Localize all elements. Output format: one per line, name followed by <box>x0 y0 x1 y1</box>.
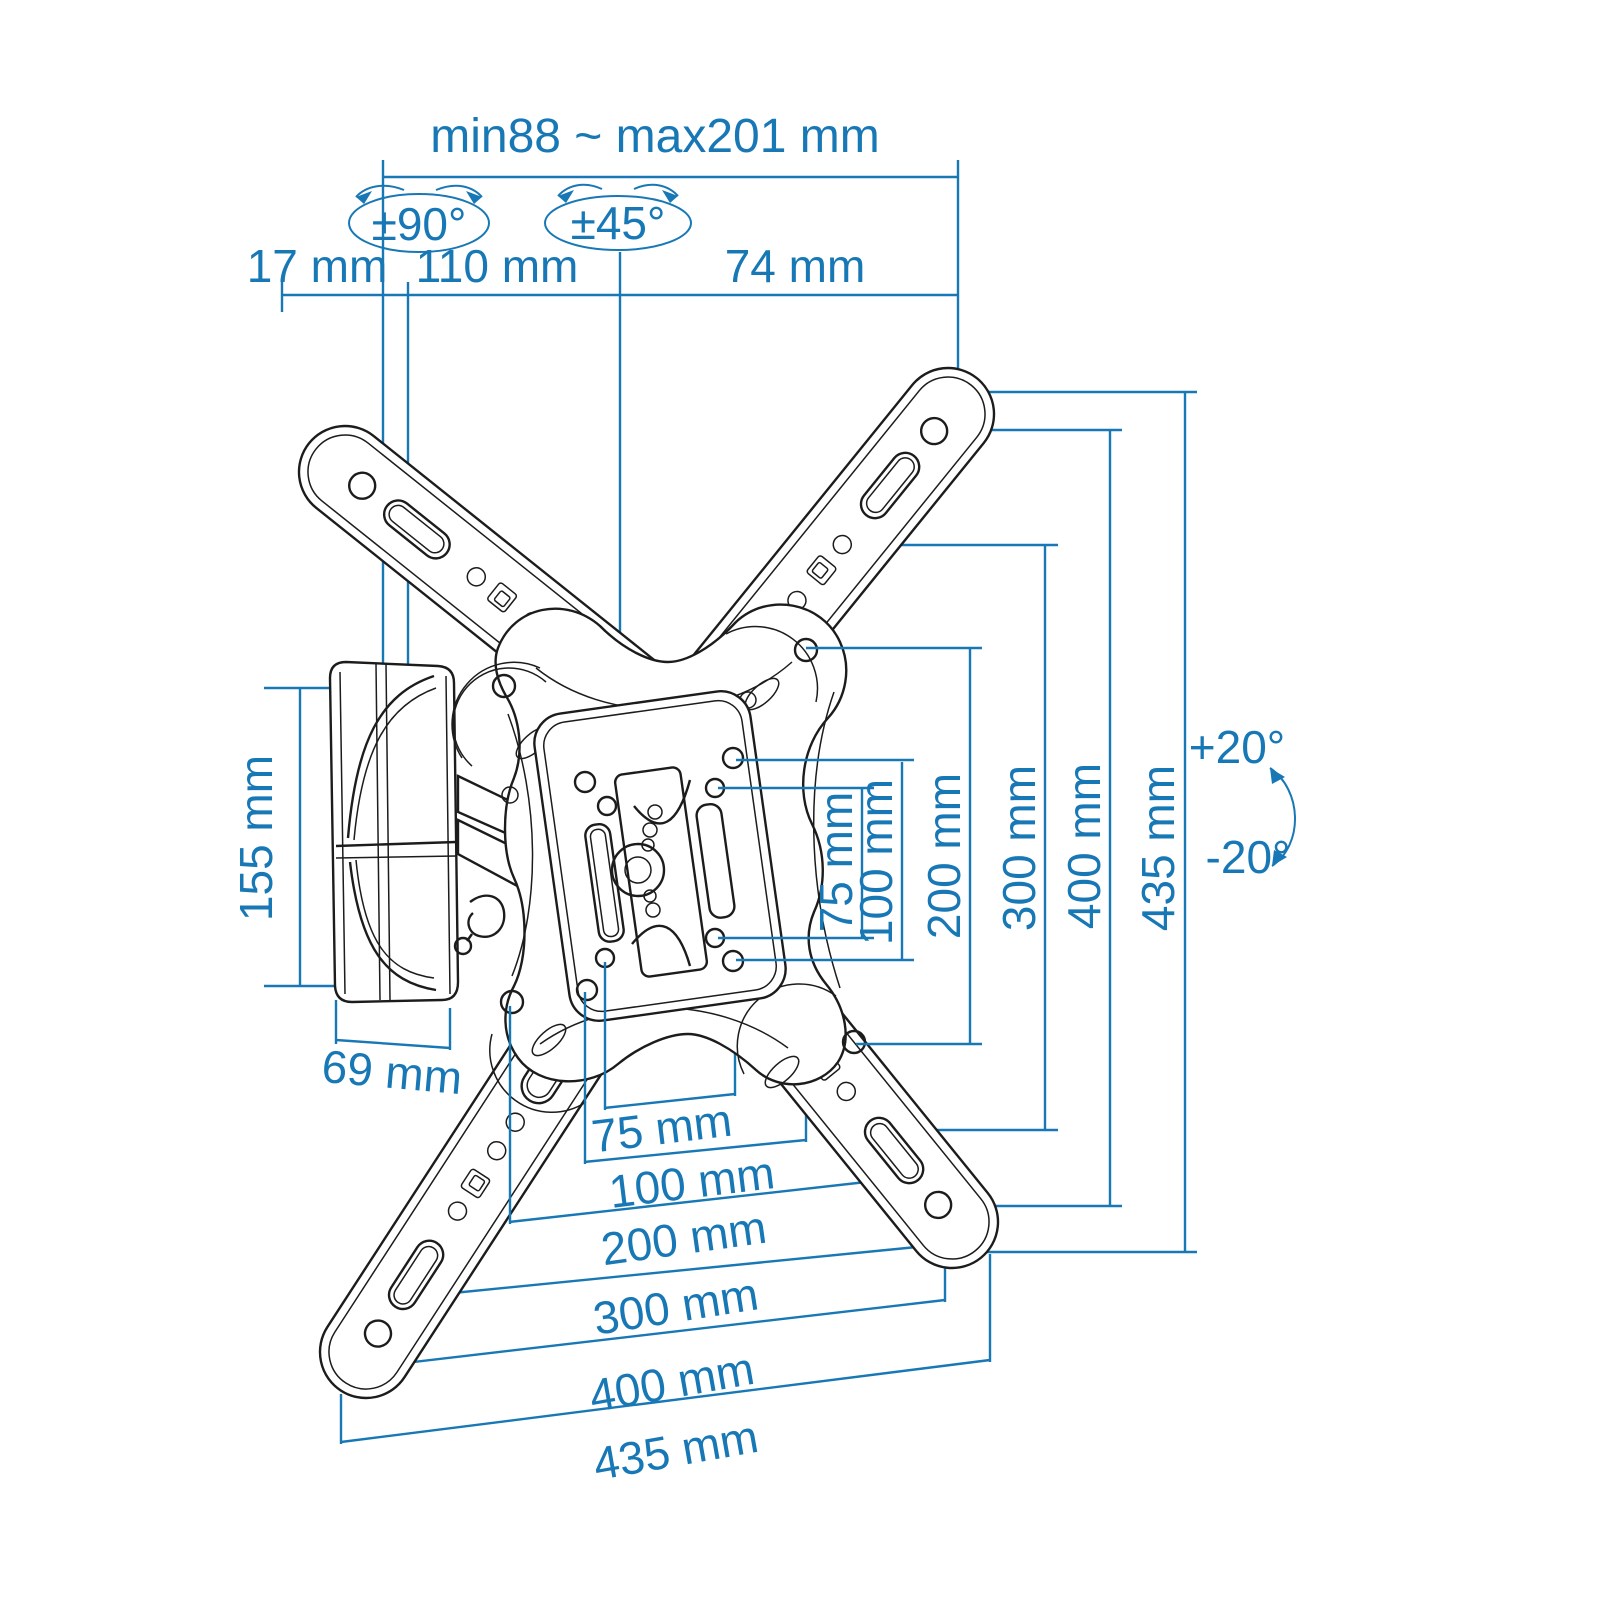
dim-label-69mm: 69 mm <box>320 1040 465 1104</box>
plate-hole <box>793 637 819 663</box>
dim-label-tilt45: ±45° <box>571 197 666 249</box>
dim-label-right-435: 435 mm <box>1132 765 1184 931</box>
tilt45-rotation-icon <box>544 183 692 251</box>
bottom-dim-75 <box>603 1092 736 1110</box>
dim-label-right-75: 75 mm <box>810 792 862 933</box>
vesa-hole-100 <box>573 770 597 794</box>
vesa-hole-100 <box>721 746 745 770</box>
swivel-rotation-icon <box>348 184 490 253</box>
dim-label-right-400: 400 mm <box>1058 763 1110 929</box>
bottom-dim-400 <box>361 1298 946 1370</box>
dim-label-17mm: 17 mm <box>247 240 388 292</box>
plate-hole <box>499 989 525 1015</box>
dim-label-bottom-300: 300 mm <box>590 1267 762 1344</box>
bottom-dim-200 <box>508 1178 885 1224</box>
wall-plate <box>328 660 460 1004</box>
dim-label-right-200: 200 mm <box>918 773 970 939</box>
dim-label-bottom-75: 75 mm <box>589 1094 735 1163</box>
dim-label-right-100: 100 mm <box>850 779 902 945</box>
dim-label-74mm: 74 mm <box>725 240 866 292</box>
dim-label-bottom-400: 400 mm <box>585 1342 758 1422</box>
dim-label-bottom-435: 435 mm <box>589 1410 762 1490</box>
dim-label-right-300: 300 mm <box>993 765 1045 931</box>
bottom-dim-435 <box>340 1358 991 1444</box>
vesa-hole-100 <box>575 978 599 1002</box>
dim-label-extension-range: min88 ~ max201 mm <box>430 110 880 163</box>
dim-label-110mm: 110 mm <box>416 240 579 292</box>
bottom-dim-300 <box>442 1240 968 1296</box>
retaining-clip <box>453 894 506 956</box>
vesa-plate <box>533 690 787 1022</box>
bottom-dim-100 <box>583 1138 807 1164</box>
plate-width-dim-line <box>335 1038 451 1050</box>
dim-label-155mm: 155 mm <box>230 755 282 921</box>
plate-hole <box>841 1029 867 1055</box>
tilt20-rotation-icon <box>1269 767 1296 867</box>
vesa-hole-75 <box>596 795 618 817</box>
dimension-annotations-over: min88 ~ max201 mm ±90° ±45° 17 mm 110 mm… <box>230 110 1290 1490</box>
bracket-drawing <box>279 348 1018 1417</box>
dim-label-tilt-up: +20° <box>1189 721 1285 773</box>
dim-label-tilt-down: -20° <box>1206 831 1291 883</box>
dim-label-swivel: ±90° <box>372 198 467 250</box>
plate-hole <box>491 673 517 699</box>
